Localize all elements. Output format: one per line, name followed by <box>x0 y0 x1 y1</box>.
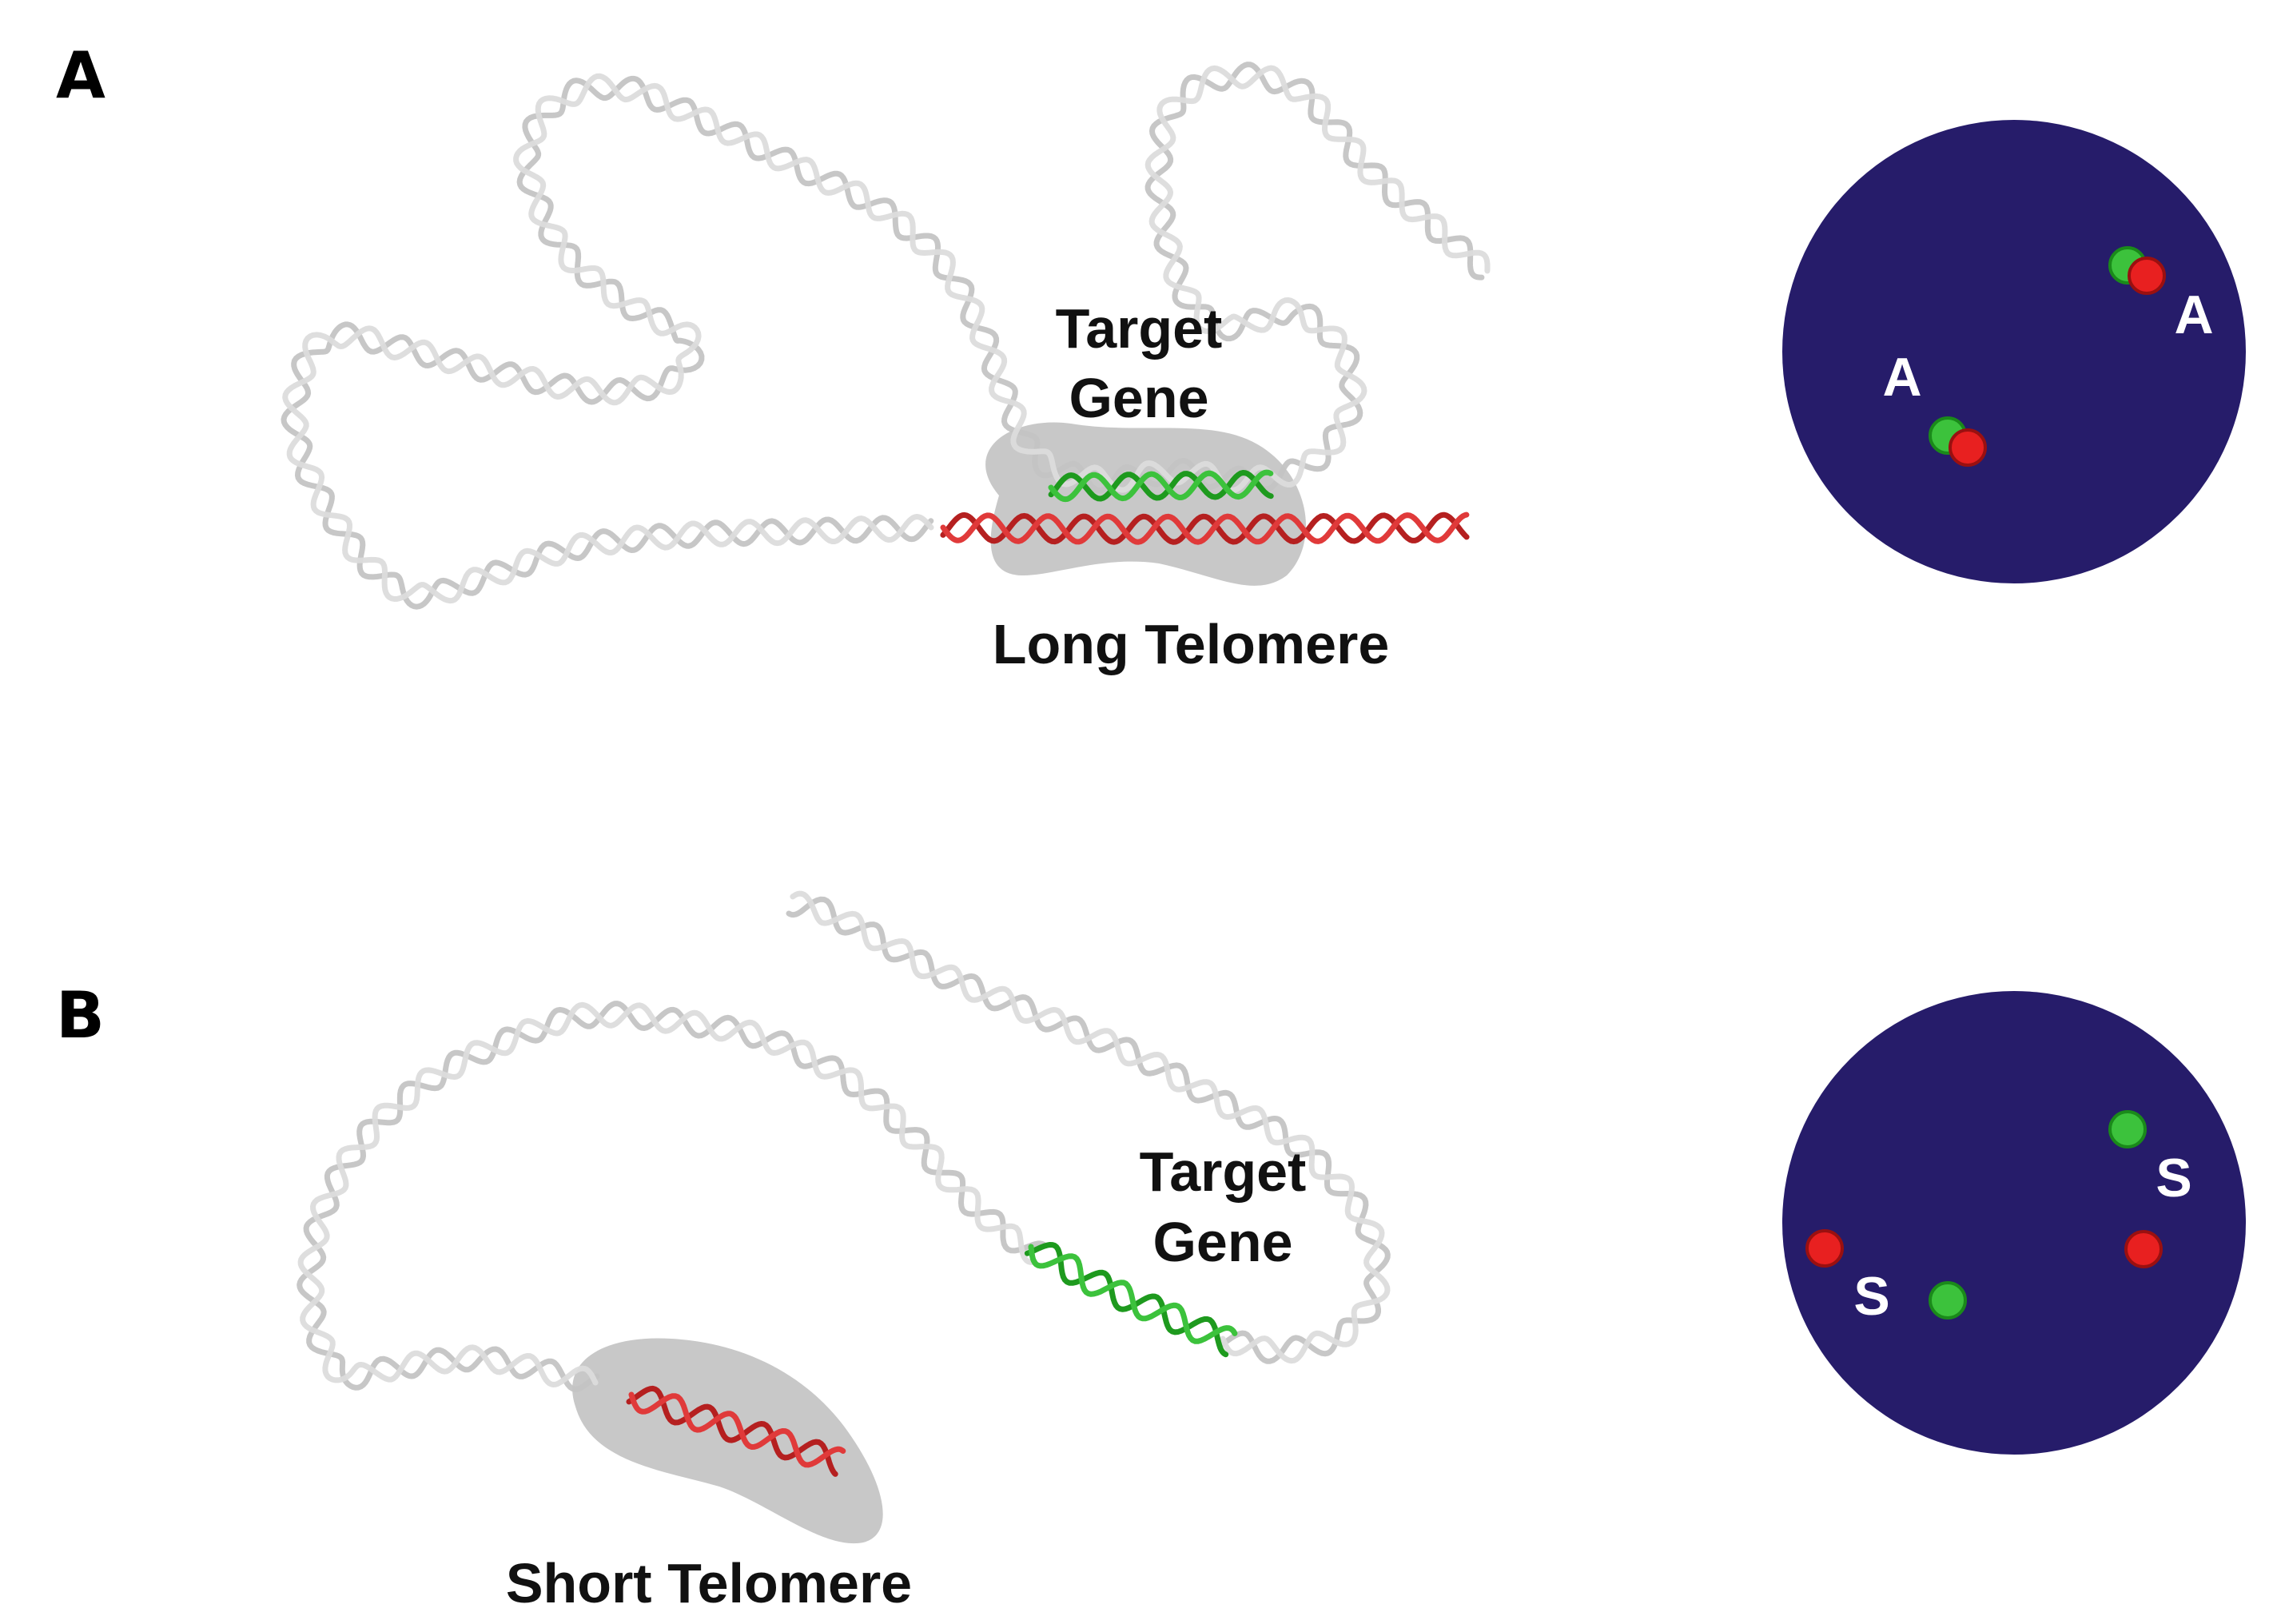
helix-strand-back <box>1048 470 1274 502</box>
helix-strand-back <box>786 896 1391 1364</box>
panel-b-nucleus: S S <box>1782 991 2246 1455</box>
panel-b-green-spot-1 <box>2108 1110 2147 1148</box>
panel-b-telomere-label: Short Telomere <box>506 1552 912 1614</box>
panel-b: B Target Gene Short Telomere S S <box>56 890 2246 1614</box>
helix-strand-front <box>940 511 1470 545</box>
helix-strand-front <box>1048 469 1274 503</box>
panel-b-nucleus-label-1: S <box>2156 1148 2191 1208</box>
panel-b-nucleus-body <box>1782 991 2246 1455</box>
panel-b-red-spot-1 <box>2124 1230 2163 1268</box>
panel-b-nucleus-label-2: S <box>1853 1266 1889 1327</box>
panel-b-target-gene-label-line1: Target <box>1140 1140 1307 1203</box>
panel-a-periphery-zone <box>985 422 1306 586</box>
panel-b-red-spot-2 <box>1805 1229 1844 1268</box>
helix-strand-front <box>1028 1244 1238 1344</box>
panel-b-telomere-helix <box>626 1385 846 1477</box>
panel-a-chromatin-fiber <box>281 62 1491 610</box>
helix-strand-back <box>940 511 1470 545</box>
panel-a-telomere-helix <box>940 511 1470 545</box>
panel-a: A Target Gene Long Telomere A A <box>56 38 2246 675</box>
panel-a-red-spot-1 <box>2128 257 2166 295</box>
panel-a-target-gene-helix <box>1048 469 1274 503</box>
panel-b-green-spot-2 <box>1929 1281 1967 1320</box>
panel-a-telomere-label: Long Telomere <box>993 613 1390 675</box>
panel-a-target-gene-label-line2: Gene <box>1069 367 1208 429</box>
helix-strand-front <box>282 65 1491 604</box>
panel-a-nucleus: A A <box>1782 120 2246 583</box>
panel-b-target-gene-label-line2: Gene <box>1152 1211 1292 1273</box>
panel-a-letter: A <box>56 38 105 113</box>
panel-b-target-gene-helix <box>1024 1242 1238 1358</box>
panel-a-target-gene-label-line1: Target <box>1056 297 1223 360</box>
helix-strand-front <box>628 1391 846 1468</box>
panel-a-nucleus-label-1: A <box>2174 285 2213 345</box>
helix-strand-front <box>297 1001 1038 1387</box>
panel-a-nucleus-body <box>1782 120 2246 583</box>
panel-b-letter: B <box>56 978 105 1053</box>
panel-a-nucleus-label-2: A <box>1882 347 1921 408</box>
panel-b-chromatin-fiber <box>297 890 1391 1392</box>
helix-strand-front <box>790 890 1391 1364</box>
helix-strand-back <box>297 1001 1048 1392</box>
panel-a-red-spot-2 <box>1949 428 1987 467</box>
